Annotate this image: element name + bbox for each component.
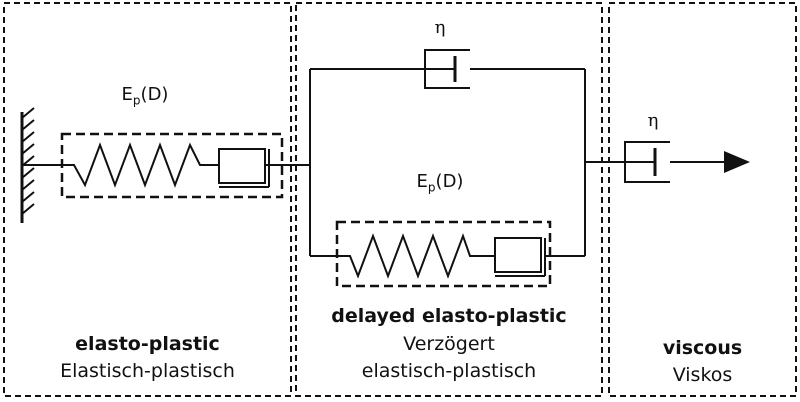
fixed-wall-support: [20, 107, 35, 223]
viscosity-label-right: η: [647, 110, 659, 131]
left-section-subtitle: Elastisch-plastisch: [60, 360, 235, 382]
damper-right: [624, 141, 670, 183]
section-frame-right: [608, 2, 797, 397]
viscosity-label-middle: η: [434, 17, 446, 38]
middle-section-title: delayed elasto-plastic: [331, 305, 567, 327]
delayed-elasto-plastic-element-box: [335, 220, 552, 288]
friction-slider-left: [218, 148, 270, 188]
middle-section-subtitle-line1: Verzögert: [403, 333, 495, 355]
right-section-title: viscous: [662, 337, 743, 359]
damper-middle: [424, 49, 470, 89]
section-frame-middle: [295, 2, 603, 397]
middle-section-subtitle-line2: elastisch-plastisch: [361, 360, 537, 382]
left-section-title: elasto-plastic: [75, 333, 220, 355]
friction-slider-middle: [494, 237, 546, 277]
output-arrow-icon: [724, 151, 750, 173]
spring-middle: [310, 233, 495, 279]
spring-left: [22, 142, 219, 188]
section-frame-left: [3, 2, 292, 397]
right-section-subtitle: Viskos: [672, 364, 733, 386]
modulus-label-middle: Ep(D): [416, 171, 464, 195]
modulus-label-left: Ep(D): [121, 84, 169, 108]
